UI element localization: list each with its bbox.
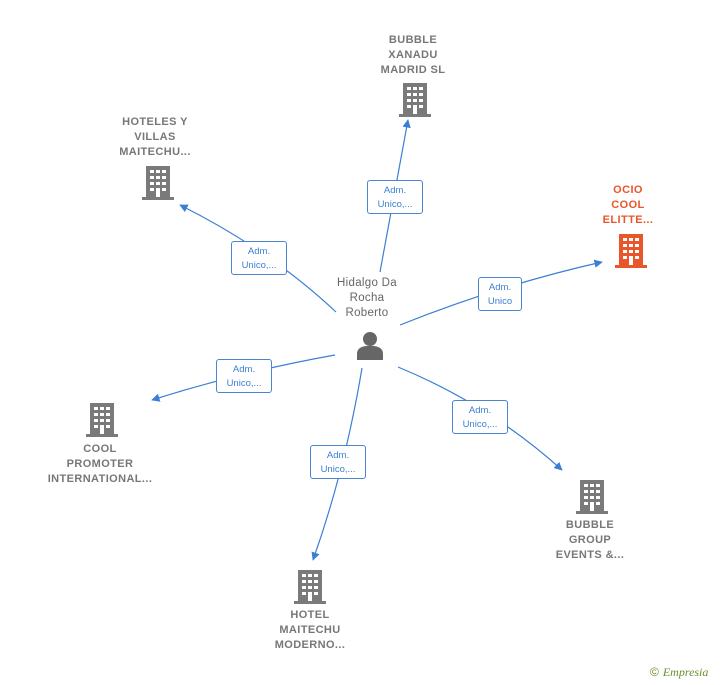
copyright-symbol: © [650, 665, 659, 679]
node-label-ocio-cool[interactable]: OCIO COOL ELITTE... [602, 184, 654, 226]
edge-role: Adm. [247, 246, 271, 257]
edge-label-bubble-group[interactable]: Adm. Unico,... [452, 400, 508, 434]
edge-label-hotel-maitechu[interactable]: Adm. Unico,... [310, 445, 366, 479]
center-person-label[interactable]: Hidalgo Da Rocha Roberto [337, 277, 397, 319]
edge-role: Adm. [232, 364, 256, 375]
edge-role-detail: Unico [487, 296, 513, 307]
edge-label-hoteles-villas[interactable]: Adm. Unico,... [231, 241, 287, 275]
building-icon[interactable] [399, 83, 431, 117]
edge-role-detail: Unico,... [462, 419, 498, 430]
edge-label-ocio-cool[interactable]: Adm. Unico [478, 277, 522, 311]
building-icon[interactable] [86, 403, 118, 437]
node-label-hotel-maitechu[interactable]: HOTEL MAITECHU MODERNO... [274, 609, 346, 651]
node-label-cool-promoter[interactable]: COOL PROMOTER INTERNATIONAL... [47, 443, 153, 485]
node-label-hoteles-villas[interactable]: HOTELES Y VILLAS MAITECHU... [119, 116, 191, 158]
edge-label-cool-promoter[interactable]: Adm. Unico,... [216, 359, 272, 393]
brand-name: Empresia [662, 665, 709, 679]
edge-role-detail: Unico,... [320, 464, 356, 475]
edge-role: Adm. [326, 450, 350, 461]
edge-role-detail: Unico,... [226, 378, 262, 389]
edge-role-detail: Unico,... [377, 199, 413, 210]
building-icon[interactable] [576, 480, 608, 514]
building-icon[interactable] [142, 166, 174, 200]
edge-role-detail: Unico,... [241, 260, 277, 271]
node-label-bubble-xanadu[interactable]: BUBBLE XANADU MADRID SL [380, 34, 446, 76]
building-icon-highlighted[interactable] [615, 234, 647, 268]
building-icon[interactable] [294, 570, 326, 604]
footer-brand: ©Empresia [650, 665, 708, 680]
person-icon[interactable] [354, 330, 386, 360]
node-label-bubble-group[interactable]: BUBBLE GROUP EVENTS &... [555, 519, 625, 561]
edge-label-bubble-xanadu[interactable]: Adm. Unico,... [367, 180, 423, 214]
edge-role: Adm. [468, 405, 492, 416]
edge-role: Adm. [488, 282, 512, 293]
edge-role: Adm. [383, 185, 407, 196]
